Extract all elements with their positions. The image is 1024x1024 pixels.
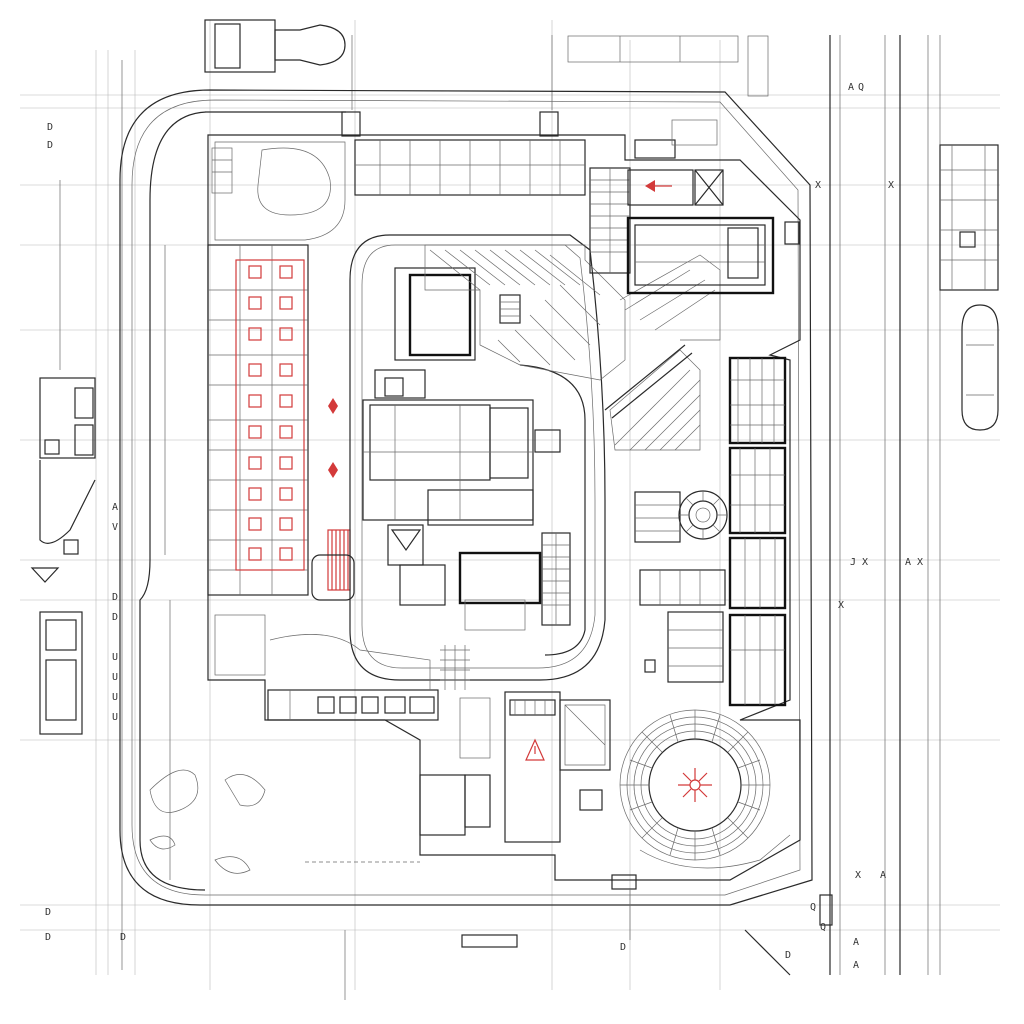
east-blocks: [728, 356, 787, 707]
margin-mark: D: [45, 907, 51, 918]
margin-mark: A: [880, 870, 886, 881]
margin-mark: D: [620, 942, 626, 953]
margin-mark: Q: [858, 82, 864, 93]
margin-marks: D D A V D D D D D U U U U A Q X X J X A …: [45, 82, 923, 971]
margin-mark: Q: [810, 902, 816, 913]
margin-mark: D: [785, 950, 791, 961]
margin-mark: D: [47, 140, 53, 151]
left-symbols: [30, 439, 79, 583]
car-icon: [961, 304, 999, 431]
amphitheatre: [619, 709, 791, 869]
margin-mark: D: [112, 592, 118, 603]
central-blocks: [362, 267, 571, 631]
margin-mark: X: [855, 870, 861, 881]
margin-mark: D: [45, 932, 51, 943]
margin-mark: U: [112, 652, 118, 663]
margin-mark: Q: [820, 922, 826, 933]
site-boundary-road: [119, 89, 813, 906]
gear-structure: [634, 490, 728, 683]
hatched-courtyard: [424, 244, 721, 451]
margin-mark: D: [120, 932, 126, 943]
east-elevation-strip: [939, 144, 999, 291]
margin-mark: X: [862, 557, 868, 568]
margin-mark: V: [112, 522, 118, 533]
margin-mark: U: [112, 712, 118, 723]
bottom-details: [344, 874, 833, 1000]
warning-triangle-icon: [525, 738, 545, 761]
margin-mark: U: [112, 692, 118, 703]
margin-mark: A: [853, 937, 859, 948]
flower-motif-icon: [678, 768, 712, 802]
margin-mark: A: [112, 502, 118, 513]
south-west-garden: [149, 614, 431, 874]
margin-mark: X: [888, 180, 894, 191]
grid-lines: [20, 20, 1000, 990]
left-parking-grid: [207, 147, 309, 596]
truck-icon: [39, 19, 346, 735]
central-ring: [349, 234, 606, 681]
top-parking-strip: [567, 35, 769, 97]
ramp-hatch: [311, 529, 355, 601]
north-east-block: [589, 119, 800, 295]
north-corridor: [341, 111, 586, 196]
margin-mark: A: [905, 557, 911, 568]
margin-mark: A: [853, 960, 859, 971]
margin-mark: A: [848, 82, 854, 93]
margin-mark: X: [815, 180, 821, 191]
south-blocks: [267, 645, 611, 843]
main-building-outline: [207, 134, 801, 881]
margin-mark: D: [47, 122, 53, 133]
margin-mark: J: [850, 557, 856, 568]
direction-arrow-icon: [328, 180, 672, 478]
margin-mark: D: [112, 612, 118, 623]
margin-mark: X: [838, 600, 844, 611]
margin-mark: X: [917, 557, 923, 568]
margin-mark: U: [112, 672, 118, 683]
